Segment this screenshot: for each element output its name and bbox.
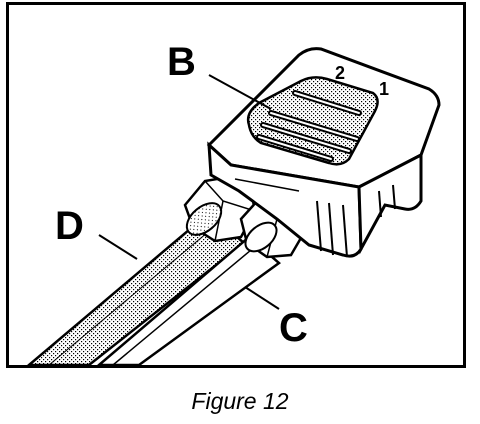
- callout-d: D: [55, 204, 84, 248]
- leader-line-d: [98, 234, 138, 260]
- pin-number-2: 2: [335, 63, 345, 83]
- callout-c: C: [279, 306, 308, 350]
- cable-c: [97, 235, 282, 365]
- connector-illustration: B D C 2 1: [27, 40, 441, 365]
- leader-line-c: [244, 286, 280, 310]
- connector-panel-b: [246, 76, 379, 166]
- callout-b: B: [167, 40, 196, 84]
- pin-number-1: 1: [379, 79, 389, 99]
- figure-caption: Figure 12: [191, 388, 289, 414]
- figure-frame: B D C 2 1: [6, 2, 466, 368]
- leader-line-b: [208, 74, 272, 110]
- nut-d: [183, 175, 257, 243]
